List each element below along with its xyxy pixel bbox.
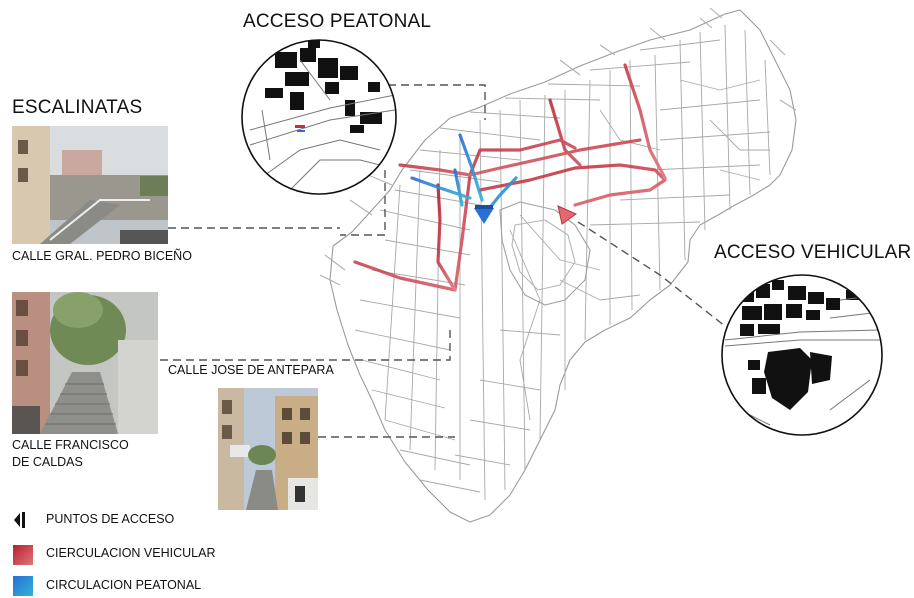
stairs-heading: ESCALINATAS (12, 97, 143, 118)
photo-calle-francisco-de-caldas (12, 292, 158, 434)
caption-jose-de-antepara: CALLE JOSE DE ANTEPARA (168, 363, 334, 377)
photo-calle-pedro-biceno (12, 126, 168, 244)
pedestrian-access-marker (474, 208, 494, 224)
vehicular-route-north (548, 63, 667, 180)
vehicular-access-marker (557, 205, 578, 225)
street-lines (354, 24, 771, 501)
legend-glyphs (13, 512, 33, 596)
leader-pedestrian-box (340, 170, 386, 236)
leader-vehicular (577, 221, 731, 331)
vehicular-access-heading: ACCESO VEHICULAR (714, 242, 912, 263)
vehicular-route-east (478, 163, 667, 207)
street-network (319, 7, 797, 523)
detail-circle-pedestrian-border (241, 39, 397, 195)
vehicle-circulation-swatch (13, 545, 33, 565)
caption-francisco-de-caldas-1: CALLE FRANCISCO (12, 438, 129, 452)
pedestrian-circulation-swatch (13, 576, 33, 596)
pedestrian-access-heading: ACCESO PEATONAL (243, 11, 432, 32)
pedestrian-route-2 (458, 133, 484, 202)
district-outline (329, 9, 797, 523)
caption-francisco-de-caldas-2: DE CALDAS (12, 455, 83, 469)
detail-buildings-pedestrian (265, 40, 382, 133)
pedestrian-access-sign (475, 205, 493, 209)
pedestrian-route-4 (453, 168, 464, 207)
leader-lines (160, 84, 731, 438)
vehicular-route-link (398, 138, 642, 177)
vehicular-route-west (436, 183, 457, 292)
caption-pedro-biceno: CALLE GRAL. PEDRO BICEÑO (12, 249, 192, 263)
access-point-icon (14, 512, 25, 528)
leader-antepara (160, 330, 451, 361)
leader-pedestrian-access (388, 84, 486, 120)
legend-pedestrian-circulation: CIRCULACION PEATONAL (46, 578, 202, 592)
detail-circle-vehicular-border (721, 274, 883, 436)
vehicular-access-detail (721, 274, 883, 436)
park-inner (511, 219, 576, 291)
photo-calle-jose-de-antepara (218, 388, 318, 510)
central-park (499, 201, 591, 306)
pedestrian-access-detail (241, 39, 397, 195)
legend-vehicle-circulation: CIERCULACION VEHICULAR (46, 546, 216, 560)
pedestrian-routes (410, 133, 518, 212)
vehicular-route-main (353, 138, 577, 292)
legend-access-points: PUNTOS DE ACCESO (46, 512, 175, 526)
vehicular-routes (353, 63, 667, 292)
outer-streets (319, 7, 797, 286)
